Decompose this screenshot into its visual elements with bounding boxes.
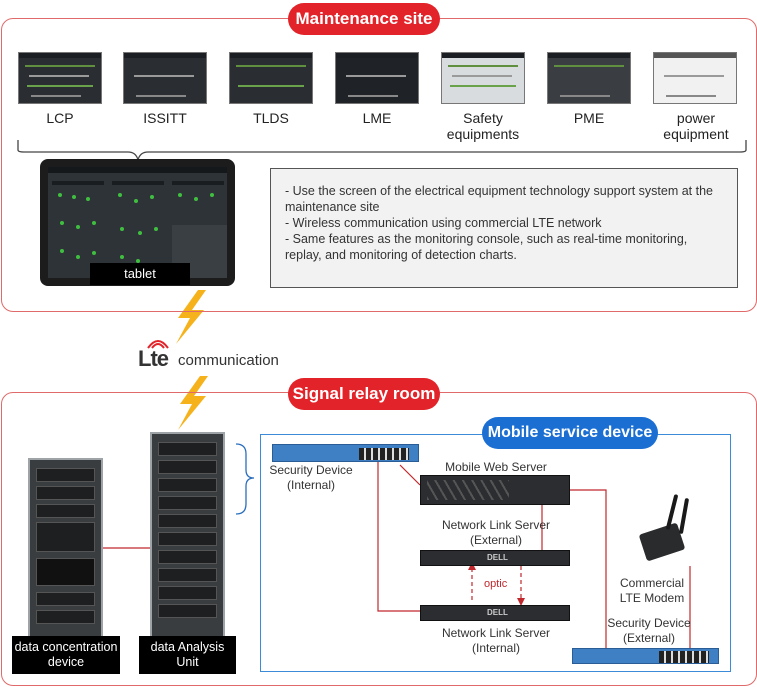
lightning-icon-bottom: [178, 376, 208, 430]
dell-logo: DELL: [487, 553, 508, 562]
equipment-label-power: power equipment: [663, 110, 729, 142]
security-device-external: [572, 648, 719, 664]
data-analysis-rack: [150, 432, 225, 658]
dell-logo-2: DELL: [487, 608, 508, 617]
line-sec-int-to-web: [399, 464, 421, 486]
data-concentration-label: data concentration device: [12, 636, 120, 674]
tablet-label: tablet: [90, 263, 190, 285]
maintenance-site-title: Maintenance site: [288, 3, 440, 35]
lte-modem-device: [636, 492, 692, 568]
link-internal-label: Network Link Server (Internal): [441, 626, 551, 655]
equipment-label-safety: Safety equipments: [446, 110, 520, 142]
equipment-label-pme: PME: [573, 110, 605, 126]
issitt-screenshot: [123, 52, 207, 104]
signal-relay-room-title: Signal relay room: [288, 378, 440, 410]
pme-screenshot: [547, 52, 631, 104]
equipment-label-lcp: LCP: [46, 110, 74, 126]
data-concentration-rack: [28, 458, 103, 658]
lme-screenshot: [335, 52, 419, 104]
lte-logo-text: Lte: [138, 346, 169, 371]
signal-wave-icon: [147, 340, 169, 349]
web-server-label: Mobile Web Server: [445, 460, 547, 474]
lte-communication-label: communication: [178, 352, 279, 369]
lte-logo: Lte: [138, 338, 178, 371]
security-internal-label: Security Device (Internal): [269, 463, 353, 492]
equipment-label-lme: LME: [362, 110, 392, 126]
rack-brace: [235, 443, 255, 515]
description-line-3: - Same features as the monitoring consol…: [285, 232, 688, 262]
data-analysis-label: data Analysis Unit: [139, 636, 236, 674]
description-line-2: - Wireless communication using commercia…: [285, 216, 602, 230]
tablet-device: [40, 159, 235, 286]
lcp-screenshot: [18, 52, 102, 104]
optic-label: optic: [484, 578, 508, 590]
equipment-label-tlds: TLDS: [253, 110, 289, 126]
network-link-server-external: DELL: [420, 550, 570, 566]
safety-equipments-screenshot: [441, 52, 525, 104]
mobile-web-server: [420, 475, 570, 505]
security-device-internal: [272, 444, 419, 462]
equipment-label-issitt: ISSITT: [143, 110, 187, 126]
line-web-to-sec-ext: [570, 489, 607, 648]
tlds-screenshot: [229, 52, 313, 104]
description-line-1: - Use the screen of the electrical equip…: [285, 184, 714, 214]
lte-modem-label: Commercial LTE Modem: [619, 576, 685, 605]
link-external-label: Network Link Server (External): [441, 518, 551, 547]
security-external-label: Security Device (External): [607, 616, 691, 645]
line-sec-int-to-link-int: [377, 455, 420, 612]
network-link-server-internal: DELL: [420, 605, 570, 621]
mobile-service-device-title: Mobile service device: [482, 417, 658, 449]
lightning-icon-top: [176, 290, 206, 344]
power-equipment-screenshot: [653, 52, 737, 104]
tablet-screen: [48, 167, 227, 278]
description-box: - Use the screen of the electrical equip…: [270, 168, 738, 288]
